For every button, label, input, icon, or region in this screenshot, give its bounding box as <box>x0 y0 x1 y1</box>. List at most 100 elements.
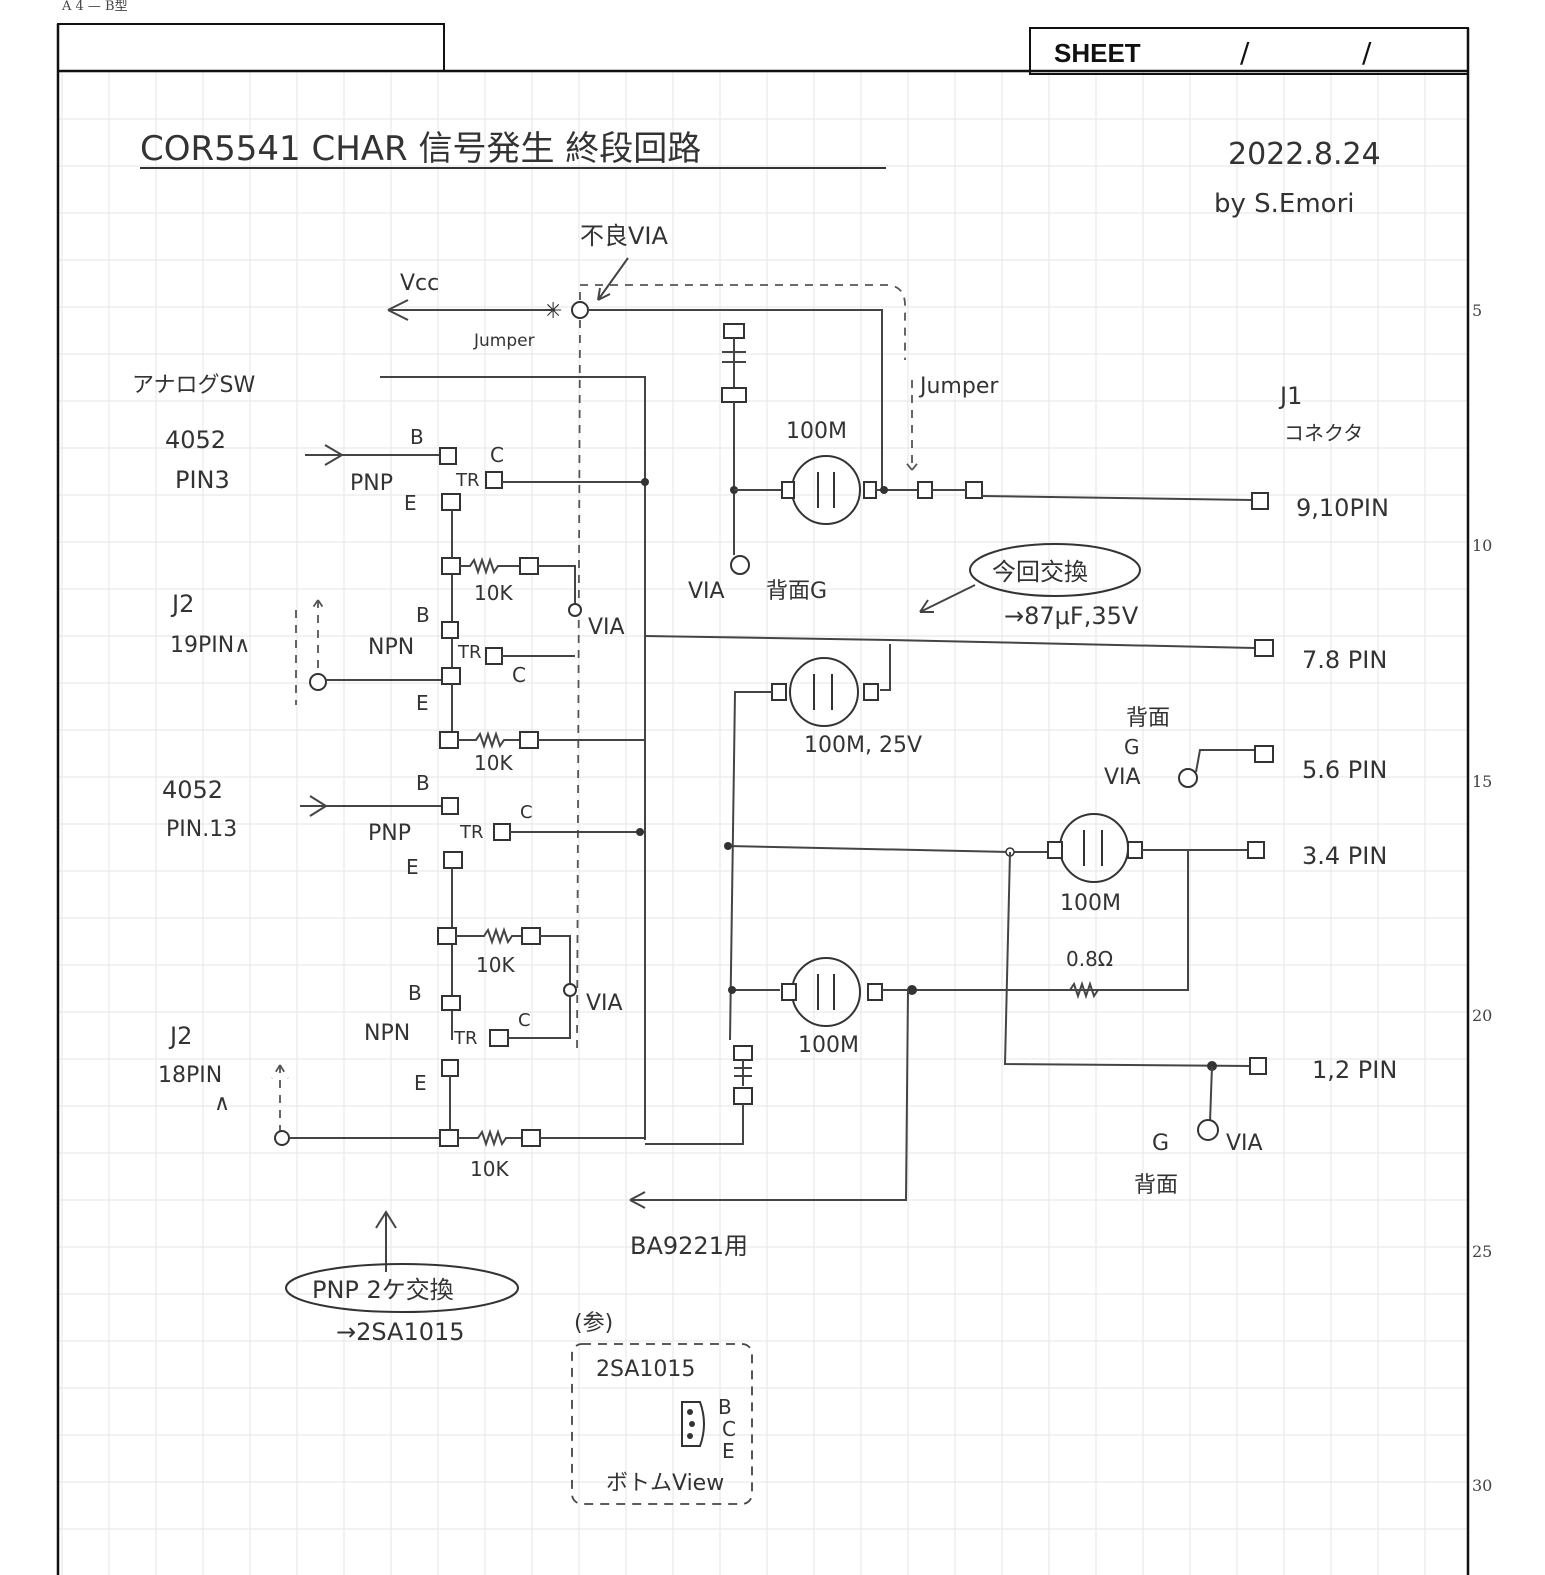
src4-b: 18PIN <box>158 1063 222 1088</box>
via-3 <box>563 983 577 997</box>
jumper-wire-18pin <box>271 1064 289 1140</box>
cap2-feedback <box>880 644 891 691</box>
via4-label: VIA <box>1226 1131 1263 1156</box>
via3-label: VIA <box>586 991 623 1016</box>
pin-1-2-label: 1,2 PIN <box>1312 1056 1397 1084</box>
pin-1-2-pad <box>1249 1057 1267 1075</box>
ref-part: 2SA1015 <box>596 1357 695 1382</box>
margin-number-10: 10 <box>1472 536 1492 555</box>
npn2-label: NPN <box>368 635 414 660</box>
margin-number-5: 5 <box>1472 301 1482 320</box>
via-g-label: VIA <box>688 579 725 604</box>
note-bubble <box>969 543 1141 597</box>
sheet-label: SHEET <box>1054 38 1141 68</box>
margin-number-20: 20 <box>1472 1006 1492 1025</box>
pnp-arrow <box>375 1210 397 1272</box>
r4-label: 10K <box>470 1157 509 1181</box>
r1-body <box>460 556 520 576</box>
back-g2-a: 背面 <box>1126 706 1170 731</box>
ref-transistor-outline <box>681 1401 705 1447</box>
cap1-body <box>791 455 861 525</box>
via1-label: VIA <box>588 615 625 640</box>
jumper-wire-vertical <box>576 319 581 1051</box>
via-4 <box>1197 1119 1219 1141</box>
jumper-via-18pin <box>274 1130 290 1146</box>
junction-cap1-r <box>880 486 888 494</box>
src1-arrow <box>305 444 440 466</box>
cap2-body <box>789 657 859 727</box>
jumper-wire-right <box>903 380 921 471</box>
cap2-pad-l <box>771 683 787 701</box>
tr2-label: TR <box>457 642 482 663</box>
output-rail-1 <box>380 376 646 1140</box>
r1-label: 10K <box>474 581 513 605</box>
tr3-label: TR <box>459 822 484 843</box>
r2-pad-b <box>519 731 539 749</box>
cap4-label: 100M <box>798 1033 859 1058</box>
tr3-emitter-pad <box>443 851 463 869</box>
cap1-pad-bottom <box>721 387 747 403</box>
tr4-base-pad <box>441 995 461 1011</box>
tr1-emitter-pad <box>441 493 461 511</box>
pin-5-6-pad <box>1254 745 1274 763</box>
r3-label: 10K <box>476 953 515 977</box>
jumper-label-2: Jumper <box>918 374 999 399</box>
r3-body <box>456 926 522 946</box>
c2-label: C <box>512 663 526 687</box>
ref-pin-1 <box>687 1409 693 1415</box>
jumper-pad-b <box>965 481 983 499</box>
cap4-pad-r <box>867 983 883 1001</box>
j1-label: J1 <box>1278 382 1302 410</box>
cap1-label: 100M <box>786 419 847 444</box>
ba9221-wire <box>629 989 909 1209</box>
back-g2-b: G <box>1124 735 1140 759</box>
res-08-right <box>1146 850 1189 991</box>
g3-label: G <box>1152 1131 1169 1156</box>
b3-label: B <box>416 771 430 795</box>
ref-c: C <box>722 1417 736 1441</box>
b2-label: B <box>416 603 430 627</box>
r2-pad-a <box>439 731 459 749</box>
margin-number-30: 30 <box>1472 1476 1492 1495</box>
junction-cap4-r <box>907 985 917 995</box>
cap3-pad-r <box>1127 841 1143 859</box>
cap4-pad-l <box>781 983 797 1001</box>
e2-label: E <box>416 691 429 715</box>
pnp-bubble-text: PNP 2ケ交換 <box>312 1276 454 1304</box>
src2-a: J2 <box>170 590 194 618</box>
bottom-stack-pad-top <box>733 1045 753 1061</box>
tr2-collector-pad <box>485 647 503 665</box>
ref-view: ボトムView <box>606 1471 724 1496</box>
back-g-label: 背面G <box>766 579 827 604</box>
bad-via-arrow <box>597 257 629 301</box>
src2-b: 19PIN∧ <box>170 633 250 658</box>
cap1-pad-l <box>781 481 795 499</box>
tr1-base-pad <box>439 447 457 465</box>
r3-pad-b <box>521 927 541 945</box>
vcc-label: Vcc <box>400 271 439 296</box>
cap3-pad-l <box>1047 841 1063 859</box>
e3-label: E <box>406 855 419 879</box>
src1-b: PIN3 <box>175 466 230 494</box>
ref-pin-3 <box>687 1433 693 1439</box>
src3-a: 4052 <box>162 776 223 804</box>
cap2-label: 100M, 25V <box>804 733 922 758</box>
r2-body <box>458 730 520 750</box>
r4-pad-a <box>439 1129 459 1147</box>
vcc-arrow <box>387 299 555 321</box>
r1-pad-b <box>519 557 539 575</box>
src1-a: 4052 <box>165 426 226 454</box>
out-9-10-wire <box>932 489 1253 501</box>
jumper-pad-a <box>917 481 933 499</box>
c3-label: C <box>520 802 533 823</box>
e4-label: E <box>414 1071 427 1095</box>
connector-label: コネクタ <box>1284 421 1363 445</box>
r1-pad-a <box>441 557 461 575</box>
ref-e: E <box>722 1439 735 1463</box>
via-1 <box>568 603 582 617</box>
jumper-label-1: Jumper <box>473 331 535 351</box>
tr3-collector-pad <box>493 823 511 841</box>
via2-wire <box>1195 749 1255 773</box>
tr4-label: TR <box>453 1028 478 1049</box>
